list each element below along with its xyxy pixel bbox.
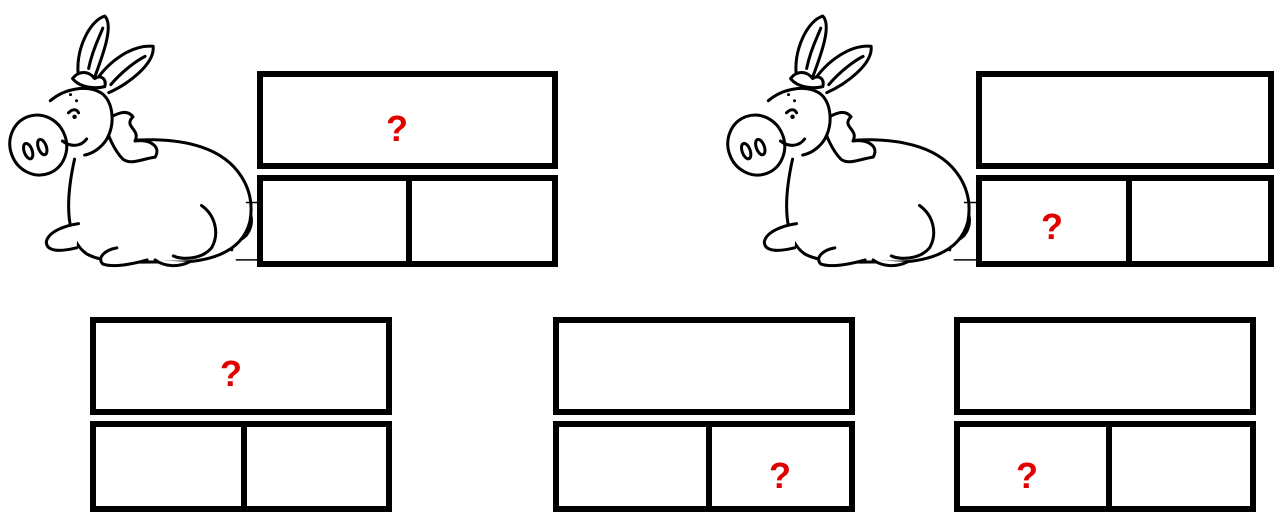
group-4-top-box[interactable] (553, 317, 855, 415)
group-5-right-box[interactable] (1106, 421, 1256, 512)
group-3-top-question-mark: ? (220, 356, 242, 392)
group-5-top-box[interactable] (954, 317, 1256, 415)
group-4-left-box[interactable] (553, 421, 712, 512)
group-3-right-box[interactable] (241, 421, 392, 512)
group-4-right-question-mark: ? (769, 458, 791, 494)
group-3-left-box[interactable] (90, 421, 247, 512)
group-2-right-box[interactable] (1126, 175, 1274, 267)
group-1-left-box[interactable] (257, 175, 412, 267)
group-2-left-question-mark: ? (1041, 209, 1063, 245)
group-1-top-question-mark: ? (386, 111, 408, 147)
group-2-top-box[interactable] (976, 71, 1274, 169)
group-1-right-box[interactable] (406, 175, 558, 267)
group-5-left-question-mark: ? (1016, 458, 1038, 494)
donkey-icon (4, 8, 266, 270)
donkey-icon (722, 8, 984, 270)
